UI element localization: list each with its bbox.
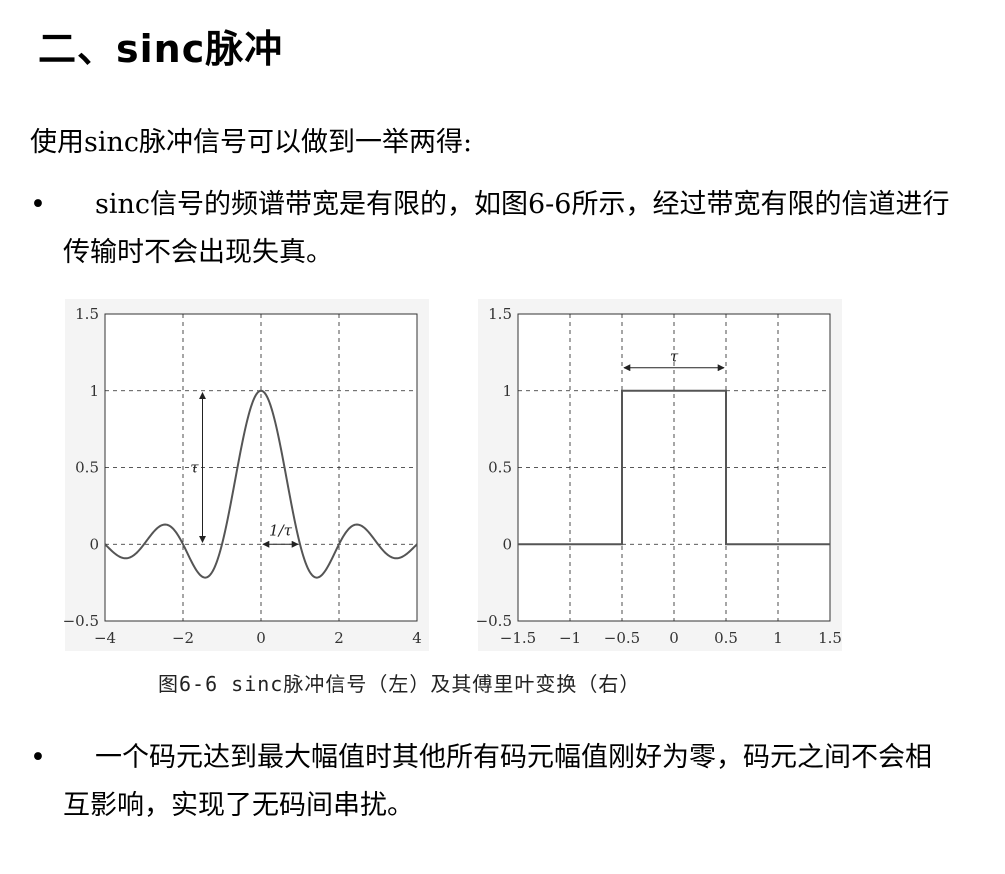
y-tick-label: 1.5 [488, 305, 512, 323]
x-tick-label: −4 [94, 629, 116, 647]
x-tick-label: −0.5 [604, 629, 640, 647]
x-tick-label: −2 [172, 629, 194, 647]
x-tick-label: 1 [773, 629, 783, 647]
y-tick-label: 1 [502, 382, 512, 400]
bullet-marker: • [30, 742, 46, 773]
y-tick-label: −0.5 [476, 612, 512, 630]
y-tick-label: 0 [89, 535, 99, 553]
bullet-item-2: • 一个码元达到最大幅值时其他所有码元幅值刚好为零，码元之间不会相互影响，实现了… [30, 734, 950, 830]
y-tick-label: 0.5 [75, 459, 99, 477]
page-title: 二、sinc脉冲 [38, 27, 284, 71]
series-line [518, 389, 830, 546]
bullet-item-1: • sinc信号的频谱带宽是有限的，如图6-6所示，经过带宽有限的信道进行传输时… [30, 181, 950, 277]
x-tick-label: −1 [559, 629, 581, 647]
chart-panel-1: −4 −2 0 2 4 −0.5 0 0.5 1 1.5 τ 1/τ [63, 299, 429, 651]
bullet-text: 一个码元达到最大幅值时其他所有码元幅值刚好为零，码元之间不会相互影响，实现了无码… [63, 742, 932, 821]
chart-panel-2: −1.5 −1 −0.5 0 0.5 1 1.5 −0.5 0 0.5 1 1.5 τ [476, 299, 842, 651]
x-tick-label: −1.5 [500, 629, 536, 647]
series-line [104, 389, 418, 579]
bullet-text: sinc信号的频谱带宽是有限的，如图6-6所示，经过带宽有限的信道进行传输时不会… [63, 189, 950, 268]
bullet-marker: • [30, 189, 46, 220]
height-label: τ [190, 459, 199, 477]
y-tick-label: 0.5 [488, 459, 512, 477]
y-tick-label: 1.5 [75, 305, 99, 323]
y-tick-label: 1 [89, 382, 99, 400]
x-tick-label: 2 [334, 629, 344, 647]
x-tick-label: 0 [669, 629, 679, 647]
y-tick-label: −0.5 [63, 612, 99, 630]
y-tick-label: 0 [502, 535, 512, 553]
width-label: 1/τ [269, 521, 293, 539]
x-tick-label: 0.5 [714, 629, 738, 647]
intro-text: 使用sinc脉冲信号可以做到一举两得: [30, 127, 473, 158]
width-label: τ [670, 348, 679, 366]
x-tick-label: 0 [256, 629, 266, 647]
figure-caption: 图6-6 sinc脉冲信号（左）及其傅里叶变换（右） [158, 672, 641, 696]
x-tick-label: 1.5 [818, 629, 842, 647]
x-tick-label: 4 [412, 629, 422, 647]
